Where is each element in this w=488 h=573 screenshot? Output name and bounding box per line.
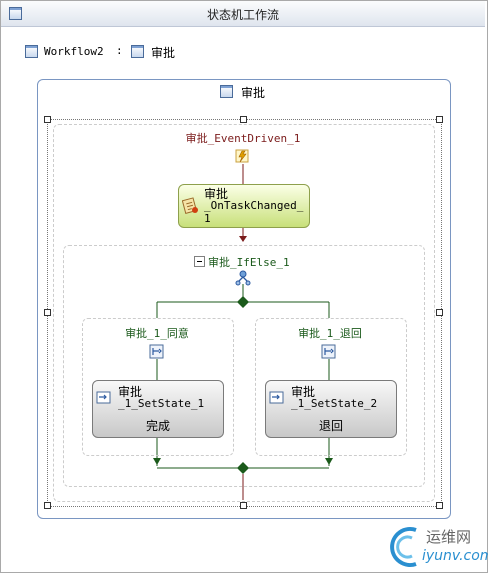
watermark-domain: iyunv.com — [422, 548, 488, 564]
branch-return-label: 审批_1_退回 — [298, 327, 362, 340]
watermark: 运维网 iyunv.com — [386, 522, 488, 570]
target-state-label: 完成 — [145, 419, 170, 433]
window-title: 状态机工作流 — [206, 8, 279, 22]
on-task-changed-activity[interactable]: 审批 _OnTaskChanged_ 1 — [178, 184, 310, 228]
breadcrumb-workflow[interactable]: Workflow2 — [44, 45, 104, 58]
branch-approve-label: 审批_1_同意 — [125, 327, 189, 340]
collapse-toggle[interactable] — [194, 256, 205, 267]
branch-icon — [321, 344, 336, 359]
activity-name-line1: 审批 — [204, 187, 229, 201]
resize-handle[interactable] — [44, 502, 51, 509]
target-state-label: 退回 — [318, 419, 343, 433]
activity-name-line2: _1_SetState_1 — [118, 397, 205, 410]
resize-handle[interactable] — [44, 116, 51, 123]
if-else-label: 审批_IfElse_1 — [208, 256, 290, 269]
if-else-icon — [235, 270, 251, 286]
resize-handle[interactable] — [436, 116, 443, 123]
event-driven-icon — [235, 149, 249, 163]
resize-handle[interactable] — [44, 309, 51, 316]
if-else-container[interactable] — [63, 245, 425, 487]
activity-name-line1: 审批 — [118, 385, 143, 399]
watermark-logo — [390, 527, 417, 567]
event-driven-label: 审批_EventDriven_1 — [185, 132, 301, 145]
workflow-icon — [9, 7, 22, 20]
workflow-icon — [25, 45, 38, 58]
state-icon — [220, 85, 233, 98]
branch-return[interactable] — [255, 318, 407, 456]
task-changed-icon — [182, 197, 198, 214]
resize-handle[interactable] — [240, 116, 247, 123]
watermark-title: 运维网 — [426, 528, 472, 546]
set-state-icon — [96, 391, 111, 404]
breadcrumb-state[interactable]: 审批 — [151, 46, 176, 60]
set-state-activity-2[interactable]: 审批 _1_SetState_2 退回 — [265, 380, 397, 438]
set-state-activity-1[interactable]: 审批 _1_SetState_1 完成 — [92, 380, 224, 438]
resize-handle[interactable] — [240, 502, 247, 509]
breadcrumb: Workflow2 : 审批 — [24, 44, 324, 60]
activity-name-line2: _1_SetState_2 — [291, 397, 378, 410]
resize-handle[interactable] — [436, 309, 443, 316]
event-driven-container[interactable] — [53, 124, 435, 502]
branch-icon — [149, 344, 164, 359]
activity-name-line1: 审批 — [291, 385, 316, 399]
title-bar: 状态机工作流 — [1, 1, 485, 27]
state-title: 审批 — [241, 86, 266, 100]
breadcrumb-separator: : — [116, 44, 123, 57]
branch-approve[interactable] — [82, 318, 234, 456]
activity-name-line2: _OnTaskChanged_ — [204, 199, 304, 212]
state-icon — [131, 45, 144, 58]
set-state-icon — [269, 391, 284, 404]
activity-name-line3: 1 — [204, 212, 211, 225]
resize-handle[interactable] — [436, 502, 443, 509]
